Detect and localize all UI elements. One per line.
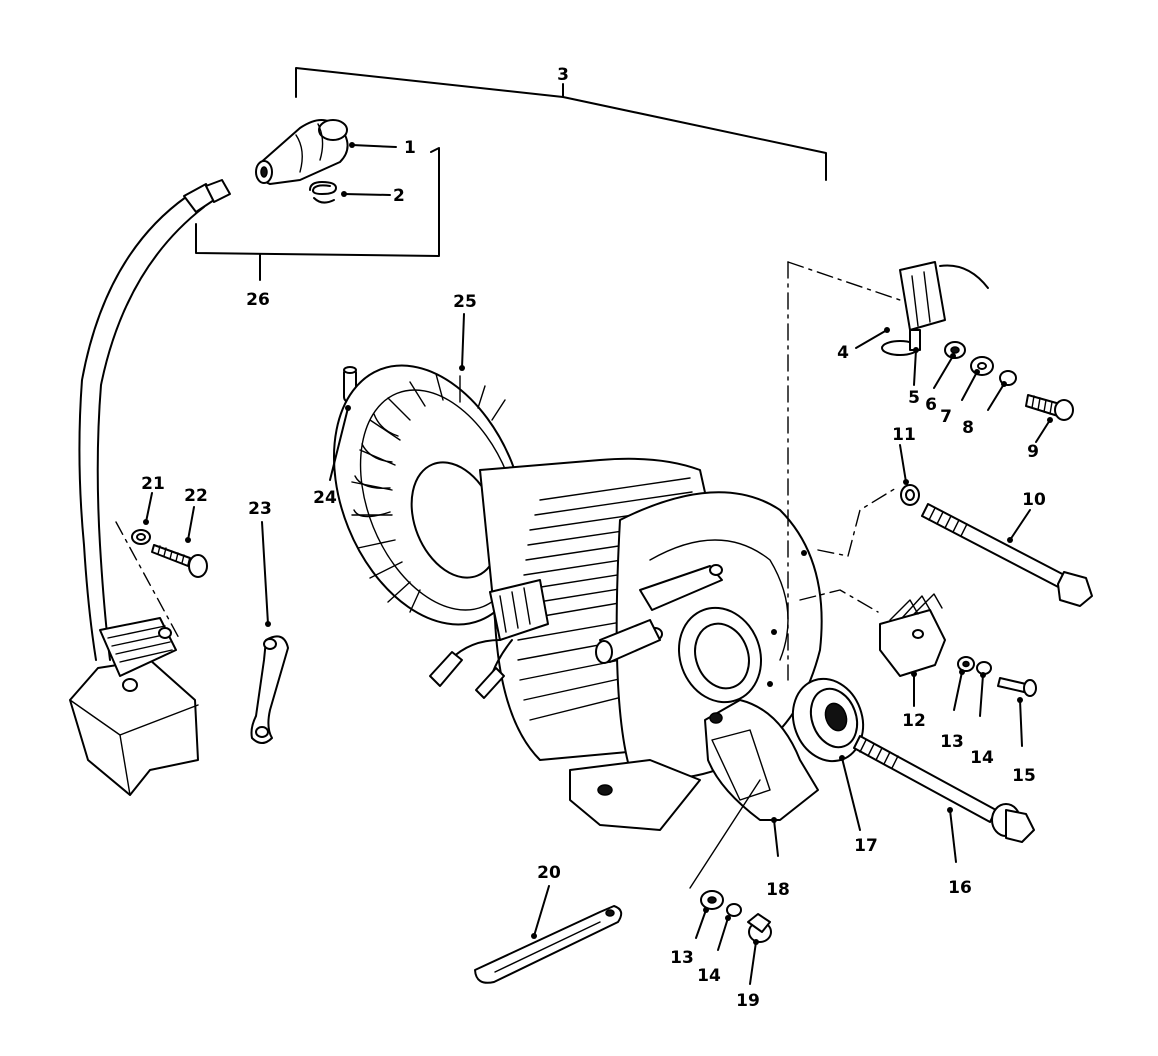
screw-part-19 <box>747 913 772 943</box>
label-13b: 13 <box>670 948 694 968</box>
washer-part-13b <box>700 890 724 910</box>
label-18: 18 <box>766 880 790 900</box>
label-7: 7 <box>940 407 952 427</box>
screw-part-22 <box>151 544 208 578</box>
label-6: 6 <box>925 395 937 415</box>
brush-holder-part-4 <box>881 261 989 356</box>
label-11: 11 <box>892 425 916 445</box>
label-24: 24 <box>313 488 337 508</box>
ignition-lead-wire <box>78 179 231 661</box>
spring-part-2 <box>309 181 337 204</box>
label-19: 19 <box>736 991 760 1011</box>
lockwasher-part-14b <box>726 903 742 917</box>
label-10: 10 <box>1022 490 1046 510</box>
spark-plug-boot-part-1 <box>255 119 349 185</box>
label-26: 26 <box>246 290 270 310</box>
bearing-part-17 <box>791 677 865 763</box>
label-15: 15 <box>1012 766 1036 786</box>
cooling-fan-part-25 <box>333 364 527 626</box>
label-9: 9 <box>1027 442 1039 462</box>
label-13a: 13 <box>940 732 964 752</box>
label-2: 2 <box>393 186 405 206</box>
part-labels: 3 1 2 26 25 24 23 21 22 4 5 6 7 8 9 11 1… <box>141 65 1046 1011</box>
screw-part-9 <box>1025 394 1074 421</box>
label-25: 25 <box>453 292 477 312</box>
terminal-block-and-leads <box>429 579 549 699</box>
label-16: 16 <box>948 878 972 898</box>
washer-part-21 <box>131 529 151 545</box>
label-4: 4 <box>837 343 849 363</box>
washer-part-11 <box>900 484 920 506</box>
label-22: 22 <box>184 486 208 506</box>
label-17: 17 <box>854 836 878 856</box>
clip-part-23 <box>250 635 289 744</box>
through-bolt-part-10 <box>921 503 1093 607</box>
washer-part-7 <box>970 356 994 376</box>
label-8: 8 <box>962 418 974 438</box>
washer-part-6 <box>944 341 966 359</box>
rectifier-part-12 <box>879 593 946 677</box>
screw-part-15 <box>997 677 1037 697</box>
strap-part-20 <box>474 905 623 984</box>
label-20: 20 <box>537 863 561 883</box>
label-1: 1 <box>404 138 416 158</box>
label-23: 23 <box>248 499 272 519</box>
bolt-part-16 <box>853 735 1035 843</box>
ignition-coil <box>69 521 199 796</box>
label-14b: 14 <box>697 966 721 986</box>
leader-lines <box>143 142 1053 985</box>
label-14a: 14 <box>970 748 994 768</box>
label-5: 5 <box>908 388 920 408</box>
label-3: 3 <box>557 65 569 85</box>
label-12: 12 <box>902 711 926 731</box>
label-21: 21 <box>141 474 165 494</box>
generator-housing <box>479 457 823 831</box>
assembly-bracket-26 <box>195 147 440 281</box>
assembly-centerlines <box>787 261 901 681</box>
washer-part-13a <box>957 656 975 672</box>
end-cover-part-18 <box>689 699 819 889</box>
assembly-bracket-3 <box>295 67 827 181</box>
